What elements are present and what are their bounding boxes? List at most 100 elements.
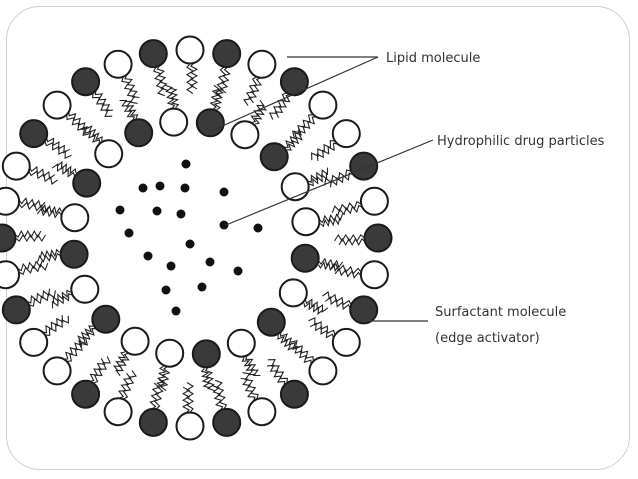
surfactant-molecule-head: [42, 356, 72, 386]
outer-tail: [248, 77, 263, 104]
surfactant-label-line1: Surfactant molecule: [435, 305, 566, 320]
surfactant-molecule-head: [1, 151, 31, 181]
outer-tail: [242, 372, 259, 400]
outer-tail: [26, 288, 51, 304]
surfactant-molecule-head: [94, 139, 124, 169]
lipid-molecule-head: [138, 39, 168, 69]
outer-tail: [189, 62, 199, 90]
hydrophilic-drug-label: Hydrophilic drug particles: [437, 134, 605, 149]
inner-tail: [112, 351, 127, 372]
outer-tail: [219, 66, 231, 94]
drug-particle: [180, 183, 190, 193]
inner-tail: [200, 368, 211, 389]
inner-tail: [36, 207, 62, 219]
inner-tail: [165, 84, 176, 110]
surfactant-molecule-head: [175, 411, 205, 441]
drug-particle: [166, 261, 176, 271]
outer-tail: [28, 290, 56, 307]
inner-tail: [209, 84, 221, 110]
surfactant-molecule-head: [230, 120, 260, 150]
surfactant-molecule-head: [359, 260, 389, 290]
surfactant-molecule-head: [60, 203, 90, 233]
inner-tail: [318, 261, 340, 273]
surfactant-molecule-head: [103, 397, 133, 427]
drug-particle: [155, 181, 165, 191]
inner-tail: [277, 335, 295, 351]
drug-particle: [233, 266, 243, 276]
outer-tail: [89, 357, 106, 383]
inner-tail: [159, 366, 171, 392]
outer-tail: [212, 385, 224, 411]
inner-tail: [52, 289, 71, 304]
surfactant-molecule-head: [120, 326, 150, 356]
lipid-molecule-head: [19, 119, 49, 149]
outer-tail: [316, 142, 338, 161]
inner-tail: [124, 100, 139, 119]
outer-tail: [274, 93, 291, 119]
lipid-molecule-head: [279, 67, 309, 97]
lipid-leader-line-2: [210, 56, 379, 132]
lipid-molecule-head: [138, 407, 168, 437]
outer-tail: [68, 111, 90, 131]
lipid-molecule-head: [91, 304, 121, 334]
outer-tail: [181, 386, 191, 414]
surfactant-molecule-head: [308, 356, 338, 386]
surfactant-molecule-head: [70, 274, 100, 304]
surfactant-molecule-head: [0, 260, 21, 290]
outer-tail: [309, 322, 335, 339]
outer-tail: [330, 262, 362, 275]
inner-tail: [287, 133, 303, 151]
outer-tail: [18, 197, 46, 209]
lipid-molecule-head: [212, 39, 242, 69]
lipid-molecule-head: [256, 307, 286, 337]
surfactant-molecule-head: [0, 186, 21, 216]
lipid-molecule-head: [0, 223, 17, 253]
lipid-molecule-head: [124, 118, 154, 148]
outer-tail: [121, 76, 138, 104]
drug-particle: [181, 159, 191, 169]
outer-tail: [94, 90, 113, 112]
inner-tail: [309, 172, 328, 187]
outer-tail: [338, 237, 366, 247]
surfactant-molecule-head: [308, 90, 338, 120]
inner-tail: [245, 355, 261, 377]
outer-tail: [156, 65, 168, 91]
outer-tail: [324, 296, 351, 311]
outer-tail: [334, 267, 362, 279]
outer-tail: [45, 137, 71, 154]
inner-tail: [204, 366, 215, 392]
lipid-molecule-head: [349, 295, 379, 325]
drug-particle: [152, 206, 162, 216]
lipid-molecule-head: [363, 223, 393, 253]
surfactant-molecule-head: [359, 186, 389, 216]
outer-tail: [117, 372, 132, 399]
inner-tail: [36, 252, 62, 263]
drug-particle: [161, 285, 171, 295]
inner-tail: [78, 328, 97, 348]
inner-tail: [318, 257, 344, 269]
drug-particle: [219, 220, 229, 230]
outer-tail: [63, 338, 83, 360]
inner-tail: [155, 366, 167, 388]
surfactant-molecule-head: [103, 49, 133, 79]
hydrophobic-tails: [14, 62, 366, 414]
surfactant-molecule-head: [175, 35, 205, 65]
inner-tail: [241, 357, 256, 376]
outer-tail: [329, 172, 354, 188]
inner-tail: [39, 248, 60, 259]
inner-tail: [80, 126, 100, 145]
outer-tail: [42, 315, 64, 334]
lipid-molecule-head: [1, 295, 31, 325]
outer-tail: [214, 66, 227, 98]
inner-tail: [169, 87, 180, 108]
drug-particle: [176, 209, 186, 219]
outer-tail: [124, 74, 140, 99]
surfactant-molecule-head: [42, 90, 72, 120]
drug-particle: [143, 251, 153, 261]
inner-tail: [213, 88, 225, 110]
inner-tail: [85, 125, 103, 141]
surfactant-molecule-head: [247, 397, 277, 427]
surfactant-molecule-head: [155, 338, 185, 368]
lipid-molecule-head: [71, 379, 101, 409]
